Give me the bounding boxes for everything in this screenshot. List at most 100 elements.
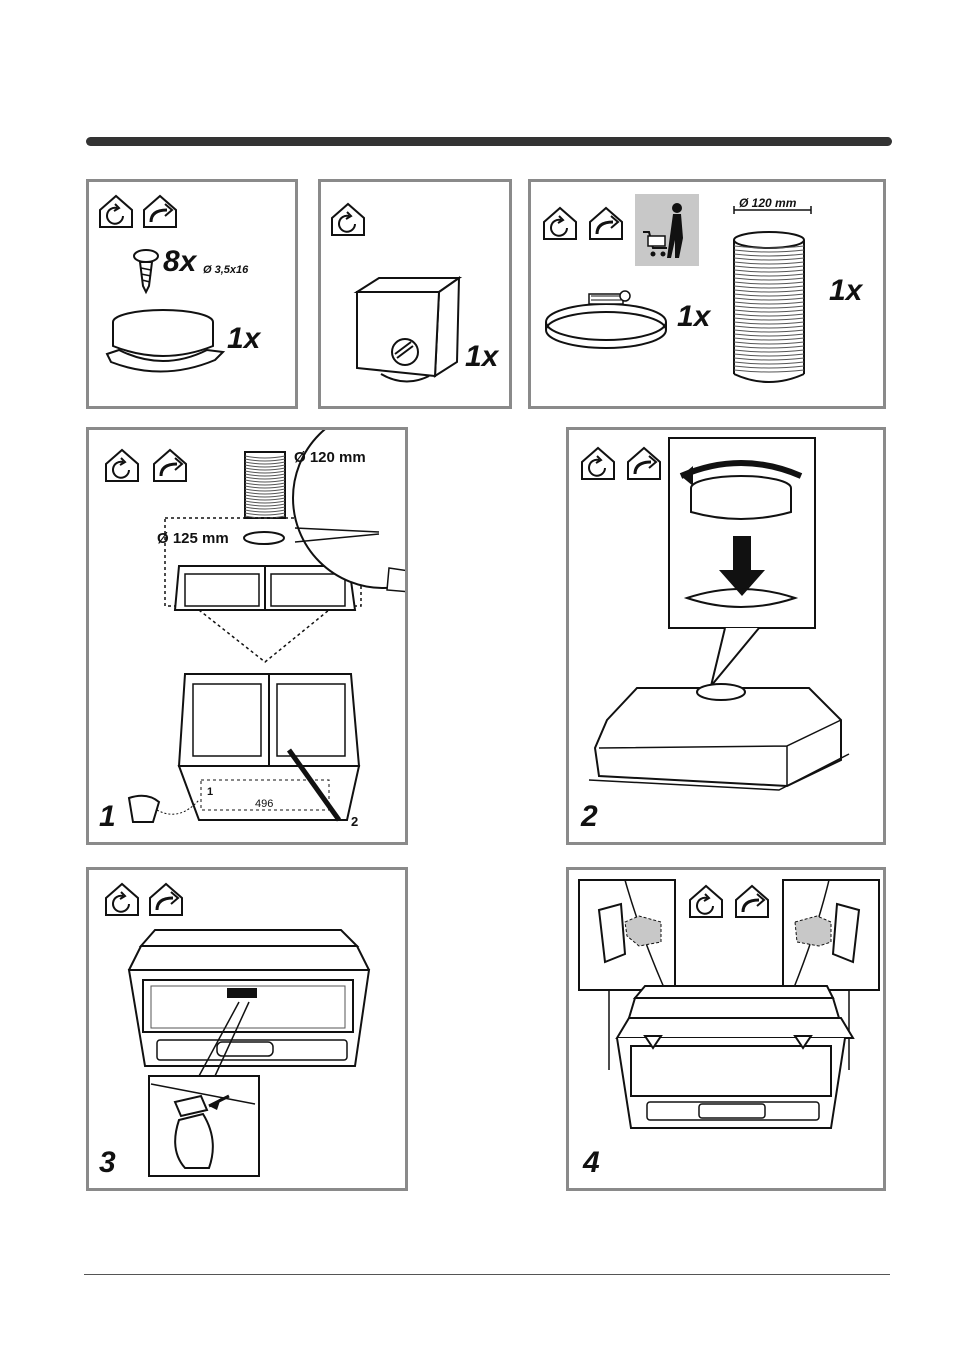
panel-step-4: 4 bbox=[566, 867, 886, 1191]
flexible-pipe-icon bbox=[733, 206, 812, 383]
pipe-ring bbox=[244, 464, 286, 468]
pipe-ring bbox=[733, 281, 805, 285]
pipe-ring bbox=[733, 313, 805, 317]
pipe-ring bbox=[244, 506, 286, 510]
pipe-ring bbox=[733, 309, 805, 313]
step-3-drawing bbox=[127, 929, 371, 1177]
pipe-ring bbox=[733, 253, 805, 257]
pipe-ring bbox=[733, 305, 805, 309]
pipe-ring bbox=[733, 353, 805, 357]
pipe-ring bbox=[244, 461, 286, 465]
clamp-quantity: 1x bbox=[677, 300, 711, 333]
step-1-drawing bbox=[127, 430, 405, 823]
pipe-ring bbox=[733, 293, 805, 297]
pipe-ring bbox=[733, 337, 805, 341]
pipe-ring bbox=[733, 245, 805, 249]
pipe-ring bbox=[244, 479, 286, 483]
pipe-ring bbox=[244, 482, 286, 486]
pipe-ring bbox=[244, 515, 286, 519]
panel-step-3: 3 bbox=[86, 867, 408, 1191]
hole-diameter-label: Ø 125 mm bbox=[157, 530, 229, 547]
screw-count: 8x bbox=[163, 245, 197, 278]
ring-adapter-icon bbox=[105, 309, 226, 373]
pipe-ring bbox=[733, 361, 805, 365]
recirculation-icon bbox=[331, 202, 365, 236]
recirculation-icon bbox=[543, 206, 577, 240]
pipe-ring bbox=[244, 491, 286, 495]
pipe-ring bbox=[733, 277, 805, 281]
ducted-exhaust-icon bbox=[149, 882, 183, 916]
optional-purchase-icon bbox=[635, 194, 699, 266]
step-number: 3 bbox=[99, 1146, 116, 1179]
pipe-ring bbox=[733, 345, 805, 349]
pipe-ring bbox=[733, 369, 805, 373]
panel-step-1: Ø 120 mm Ø 125 mm 496 1 2 1 bbox=[86, 427, 408, 845]
pipe-ring bbox=[733, 333, 805, 337]
pipe-ring bbox=[733, 365, 805, 369]
ring-quantity: 1x bbox=[227, 322, 261, 355]
pipe-ring bbox=[733, 325, 805, 329]
pipe-ring bbox=[733, 273, 805, 277]
recirculation-icon bbox=[581, 446, 615, 480]
box-quantity: 1x bbox=[465, 340, 499, 373]
step-2-drawing bbox=[588, 437, 850, 791]
pipe-ring bbox=[244, 455, 286, 459]
pipe-ring bbox=[733, 249, 805, 253]
panel-step-2: 2 bbox=[566, 427, 886, 845]
pipe-ring bbox=[733, 321, 805, 325]
step-4-drawing bbox=[578, 879, 880, 1129]
pipe-ring bbox=[733, 357, 805, 361]
ducted-exhaust-icon bbox=[627, 446, 661, 480]
pipe-ring bbox=[244, 503, 286, 507]
recirculation-icon bbox=[99, 194, 133, 228]
pipe-ring bbox=[733, 257, 805, 261]
ducted-exhaust-icon bbox=[153, 448, 187, 482]
pipe-ring bbox=[244, 476, 286, 480]
screw-icon bbox=[133, 249, 159, 295]
screw-size: Ø 3,5x16 bbox=[203, 264, 249, 276]
ducted-exhaust-icon bbox=[735, 884, 769, 918]
pipe-ring bbox=[733, 265, 805, 269]
panel-connection-box: 1x bbox=[318, 179, 512, 409]
pipe-ring bbox=[244, 467, 286, 471]
recirculation-icon bbox=[105, 448, 139, 482]
pipe-diameter-label: Ø 120 mm bbox=[294, 449, 366, 466]
pipe-ring bbox=[244, 494, 286, 498]
pipe-ring bbox=[244, 488, 286, 492]
screw-ring-drawing bbox=[105, 249, 226, 373]
pipe-ring bbox=[733, 349, 805, 353]
pipe-ring bbox=[733, 341, 805, 345]
panel-screws-ring: 8x Ø 3,5x16 1x bbox=[86, 179, 298, 409]
cut-mark-1: 1 bbox=[207, 786, 214, 798]
pipe-ring bbox=[733, 285, 805, 289]
pipe-ring bbox=[244, 470, 286, 474]
width-dimension: 496 bbox=[255, 798, 274, 810]
pipe-ring bbox=[733, 261, 805, 265]
step-number: 4 bbox=[583, 1146, 600, 1179]
pipe-diameter: Ø 120 mm bbox=[739, 196, 797, 210]
cut-mark-2: 2 bbox=[351, 814, 359, 829]
pipe-ring bbox=[244, 485, 286, 489]
pipe-ring bbox=[733, 289, 805, 293]
pipe-ring bbox=[733, 301, 805, 305]
header-bar bbox=[86, 137, 892, 146]
step-number: 1 bbox=[99, 800, 116, 833]
hose-clamp-icon bbox=[545, 290, 667, 349]
pipe-ring bbox=[244, 500, 286, 504]
pipe-ring bbox=[733, 297, 805, 301]
pipe-ring bbox=[244, 497, 286, 501]
pipe-ring bbox=[244, 473, 286, 477]
pipe-quantity: 1x bbox=[829, 274, 863, 307]
footer-line bbox=[84, 1274, 890, 1275]
panel-clamp-pipe: Ø 120 mm 1x 1x bbox=[528, 179, 886, 409]
pipe-ring bbox=[733, 329, 805, 333]
pipe-ring bbox=[244, 509, 286, 513]
recirculation-icon bbox=[105, 882, 139, 916]
step-number: 2 bbox=[581, 800, 598, 833]
ducted-exhaust-icon bbox=[143, 194, 177, 228]
pipe-ring bbox=[733, 317, 805, 321]
clamp-pipe-drawing bbox=[545, 194, 812, 383]
ducted-exhaust-icon bbox=[589, 206, 623, 240]
pipe-ring bbox=[244, 512, 286, 516]
connection-box-drawing bbox=[353, 276, 463, 383]
